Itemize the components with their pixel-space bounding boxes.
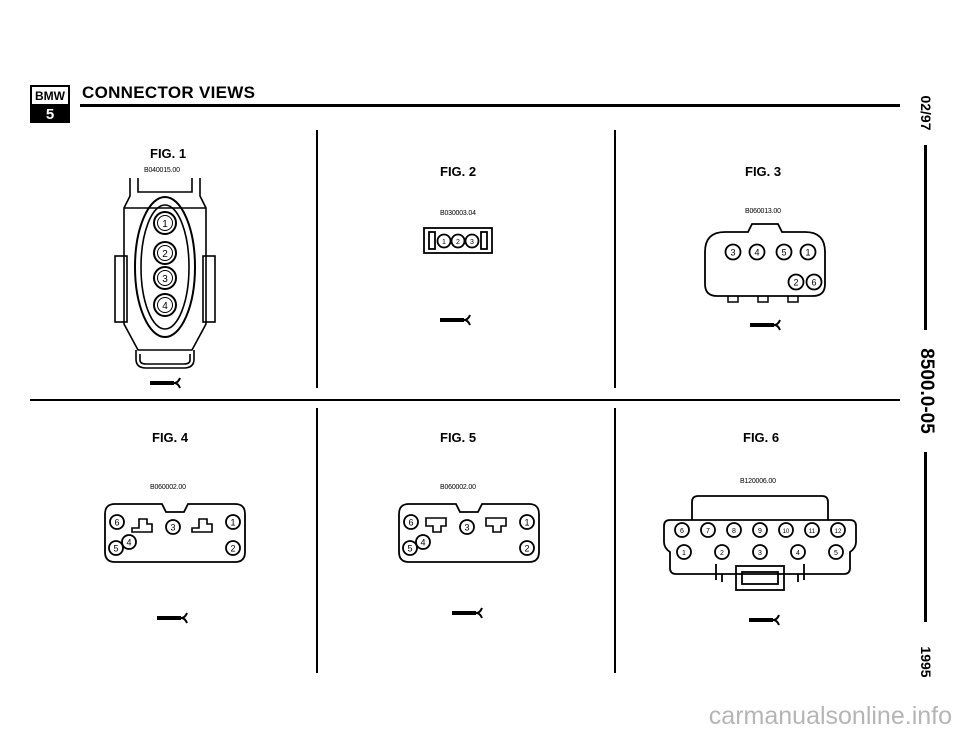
fig-6-view-direction-icon: [749, 614, 780, 626]
svg-text:3: 3: [730, 248, 735, 258]
svg-text:2: 2: [793, 278, 798, 288]
page-title: CONNECTOR VIEWS: [82, 83, 256, 102]
fig-4-view-direction-icon: [157, 612, 188, 624]
fig-5-connector: 6 3 1 5 4 2: [398, 503, 540, 563]
fig-1-pins: 1 2 3 4: [153, 211, 177, 317]
fig-4-code: B060002.00: [150, 484, 186, 491]
svg-text:1: 1: [805, 248, 810, 258]
header-rule: [80, 104, 900, 107]
fig-5-label: FIG. 5: [440, 430, 477, 445]
svg-text:3: 3: [170, 523, 175, 533]
fig-3-label: FIG. 3: [745, 164, 782, 179]
fig-2-code: B030003.04: [440, 210, 476, 217]
svg-text:BMW: BMW: [35, 89, 66, 103]
middle-rule: [30, 399, 900, 401]
fig-1-code: B040015.00: [144, 167, 180, 174]
side-year: 1995: [918, 646, 934, 678]
svg-text:6: 6: [114, 518, 119, 528]
svg-text:1: 1: [524, 518, 529, 528]
fig-6-label: FIG. 6: [743, 430, 780, 445]
svg-text:2: 2: [524, 544, 529, 554]
column-divider-2-top: [614, 130, 616, 388]
svg-text:6: 6: [408, 518, 413, 528]
svg-text:6: 6: [811, 278, 816, 288]
svg-text:5: 5: [781, 248, 786, 258]
fig-2-label: FIG. 2: [440, 164, 477, 179]
column-divider-2-bottom: [614, 408, 616, 673]
column-divider-1-bottom: [316, 408, 318, 673]
fig-4-label: FIG. 4: [152, 430, 189, 445]
fig-1-connector: 1 2 3 4: [114, 178, 216, 369]
svg-text:4: 4: [126, 538, 131, 548]
side-section-number: 8500.0-05: [916, 348, 937, 434]
svg-text:8: 8: [732, 528, 736, 535]
svg-text:5: 5: [46, 106, 54, 123]
svg-text:9: 9: [758, 528, 762, 535]
svg-text:3: 3: [464, 523, 469, 533]
fig-2-view-direction-icon: [440, 314, 471, 326]
svg-text:5: 5: [113, 544, 118, 554]
svg-text:12: 12: [835, 529, 842, 535]
fig-3-code: B060013.00: [745, 208, 781, 215]
fig-4-connector: 6 3 1 5 4 2: [104, 503, 246, 563]
side-rule-top: [924, 145, 927, 330]
svg-text:3: 3: [758, 550, 762, 557]
svg-text:2: 2: [456, 239, 460, 246]
fig-5-view-direction-icon: [452, 607, 483, 619]
svg-text:3: 3: [162, 274, 168, 285]
watermark: carmanualsonline.info: [708, 702, 952, 730]
fig-2-connector: 1 2 3: [423, 227, 493, 254]
svg-text:1: 1: [442, 239, 446, 246]
svg-text:4: 4: [162, 301, 168, 312]
svg-text:11: 11: [809, 529, 816, 535]
fig-6-connector: 6 7 8 9 10 11 12 1 2 3 4 5: [663, 495, 857, 591]
svg-text:5: 5: [407, 544, 412, 554]
svg-text:2: 2: [162, 249, 168, 260]
bmw-5-series-logo: BMW 5: [30, 85, 70, 123]
svg-text:4: 4: [754, 248, 759, 258]
svg-text:2: 2: [720, 550, 724, 557]
fig-3-connector: 3 4 5 1 2 6: [704, 223, 826, 303]
svg-text:2: 2: [230, 544, 235, 554]
fig-3-view-direction-icon: [750, 319, 781, 331]
svg-text:6: 6: [680, 528, 684, 535]
fig-6-code: B120006.00: [740, 478, 776, 485]
svg-text:5: 5: [834, 550, 838, 557]
svg-text:3: 3: [470, 239, 474, 246]
svg-text:10: 10: [783, 529, 790, 535]
fig-5-code: B060002.00: [440, 484, 476, 491]
side-rule-middle: [924, 452, 927, 622]
svg-text:7: 7: [706, 528, 710, 535]
svg-text:4: 4: [796, 550, 800, 557]
svg-text:1: 1: [682, 550, 686, 557]
side-date: 02/97: [918, 95, 934, 131]
fig-1-label: FIG. 1: [150, 146, 187, 161]
fig-1-view-direction-icon: [150, 377, 181, 389]
column-divider-1-top: [316, 130, 318, 388]
svg-text:1: 1: [162, 219, 168, 230]
svg-text:1: 1: [230, 518, 235, 528]
svg-text:4: 4: [420, 538, 425, 548]
